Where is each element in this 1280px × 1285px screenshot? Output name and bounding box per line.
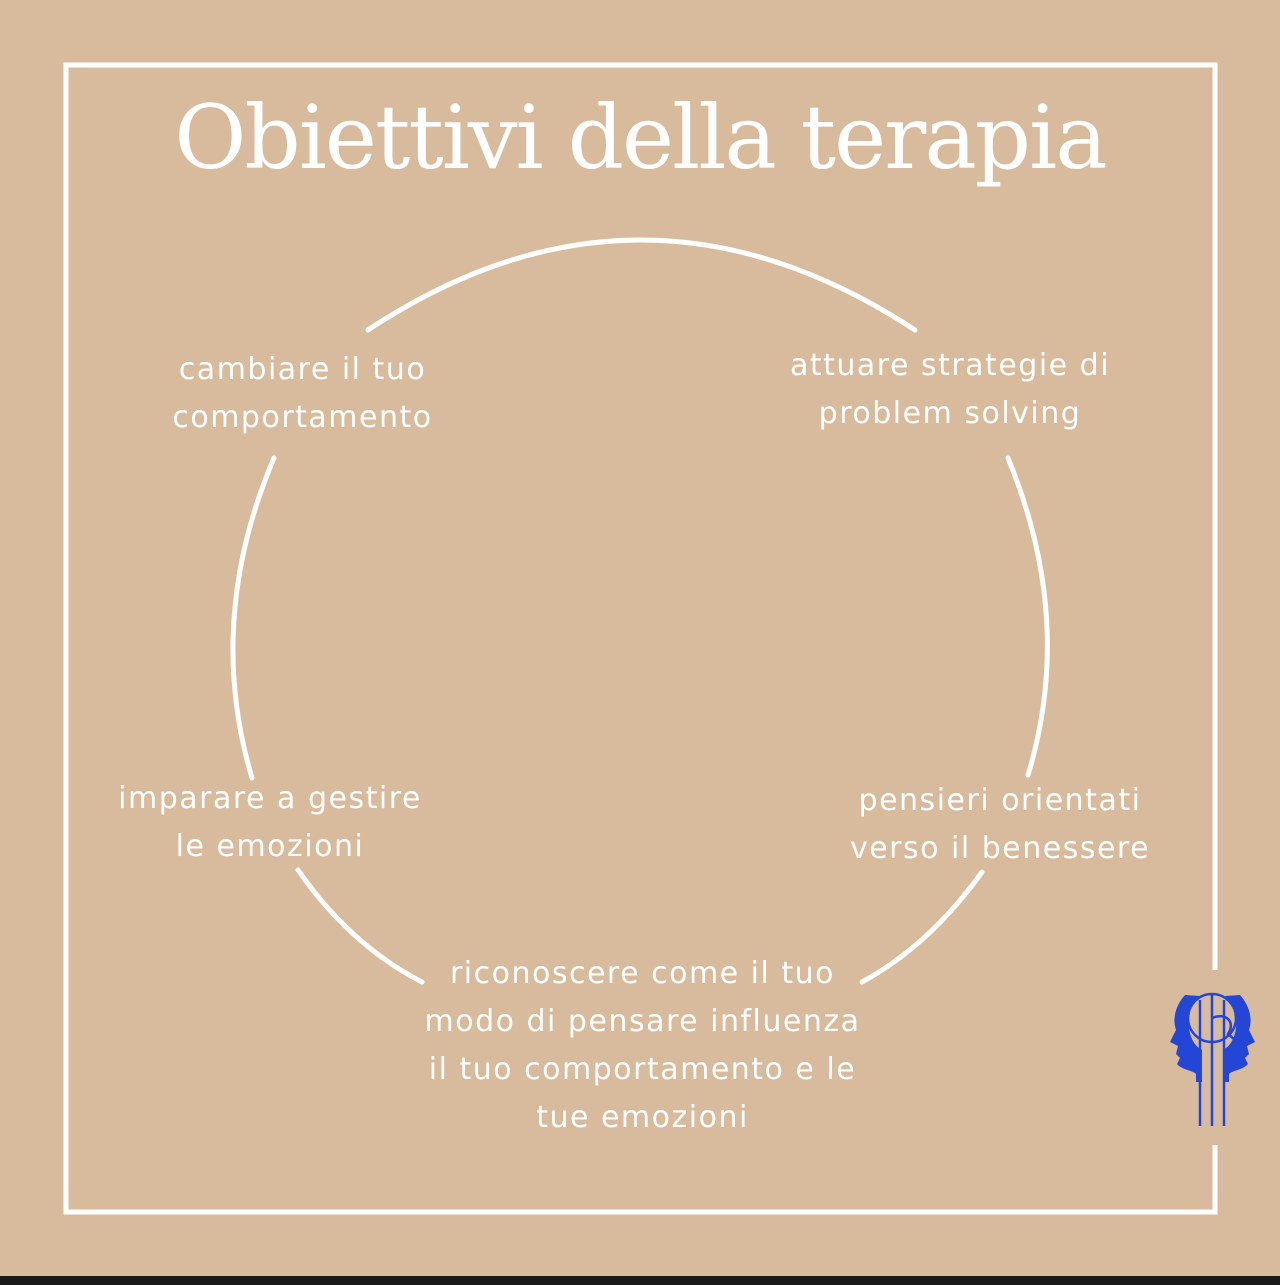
cycle-step-change-behavior: cambiare il tuo comportamento: [172, 352, 433, 435]
cycle-step-recognize-thinking: riconoscere come il tuo modo di pensare …: [424, 956, 861, 1135]
cycle-arc-top: [365, 237, 918, 333]
cycle-arc-right: [1005, 455, 1050, 778]
cycle-step-problem-solving: attuare strategie di problem solving: [789, 348, 1111, 431]
cycle-arc-bottom-left: [295, 867, 425, 985]
page-title: Obiettivi della terapia: [174, 86, 1107, 189]
cycle-arc-left: [230, 455, 277, 781]
bottom-bar: [0, 1276, 1280, 1285]
cycle-arc-bottom-right: [859, 869, 985, 985]
cycle-step-wellbeing-thoughts: pensieri orientati verso il benessere: [849, 783, 1151, 866]
cycle-step-manage-emotions: imparare a gestire le emozioni: [118, 781, 422, 864]
